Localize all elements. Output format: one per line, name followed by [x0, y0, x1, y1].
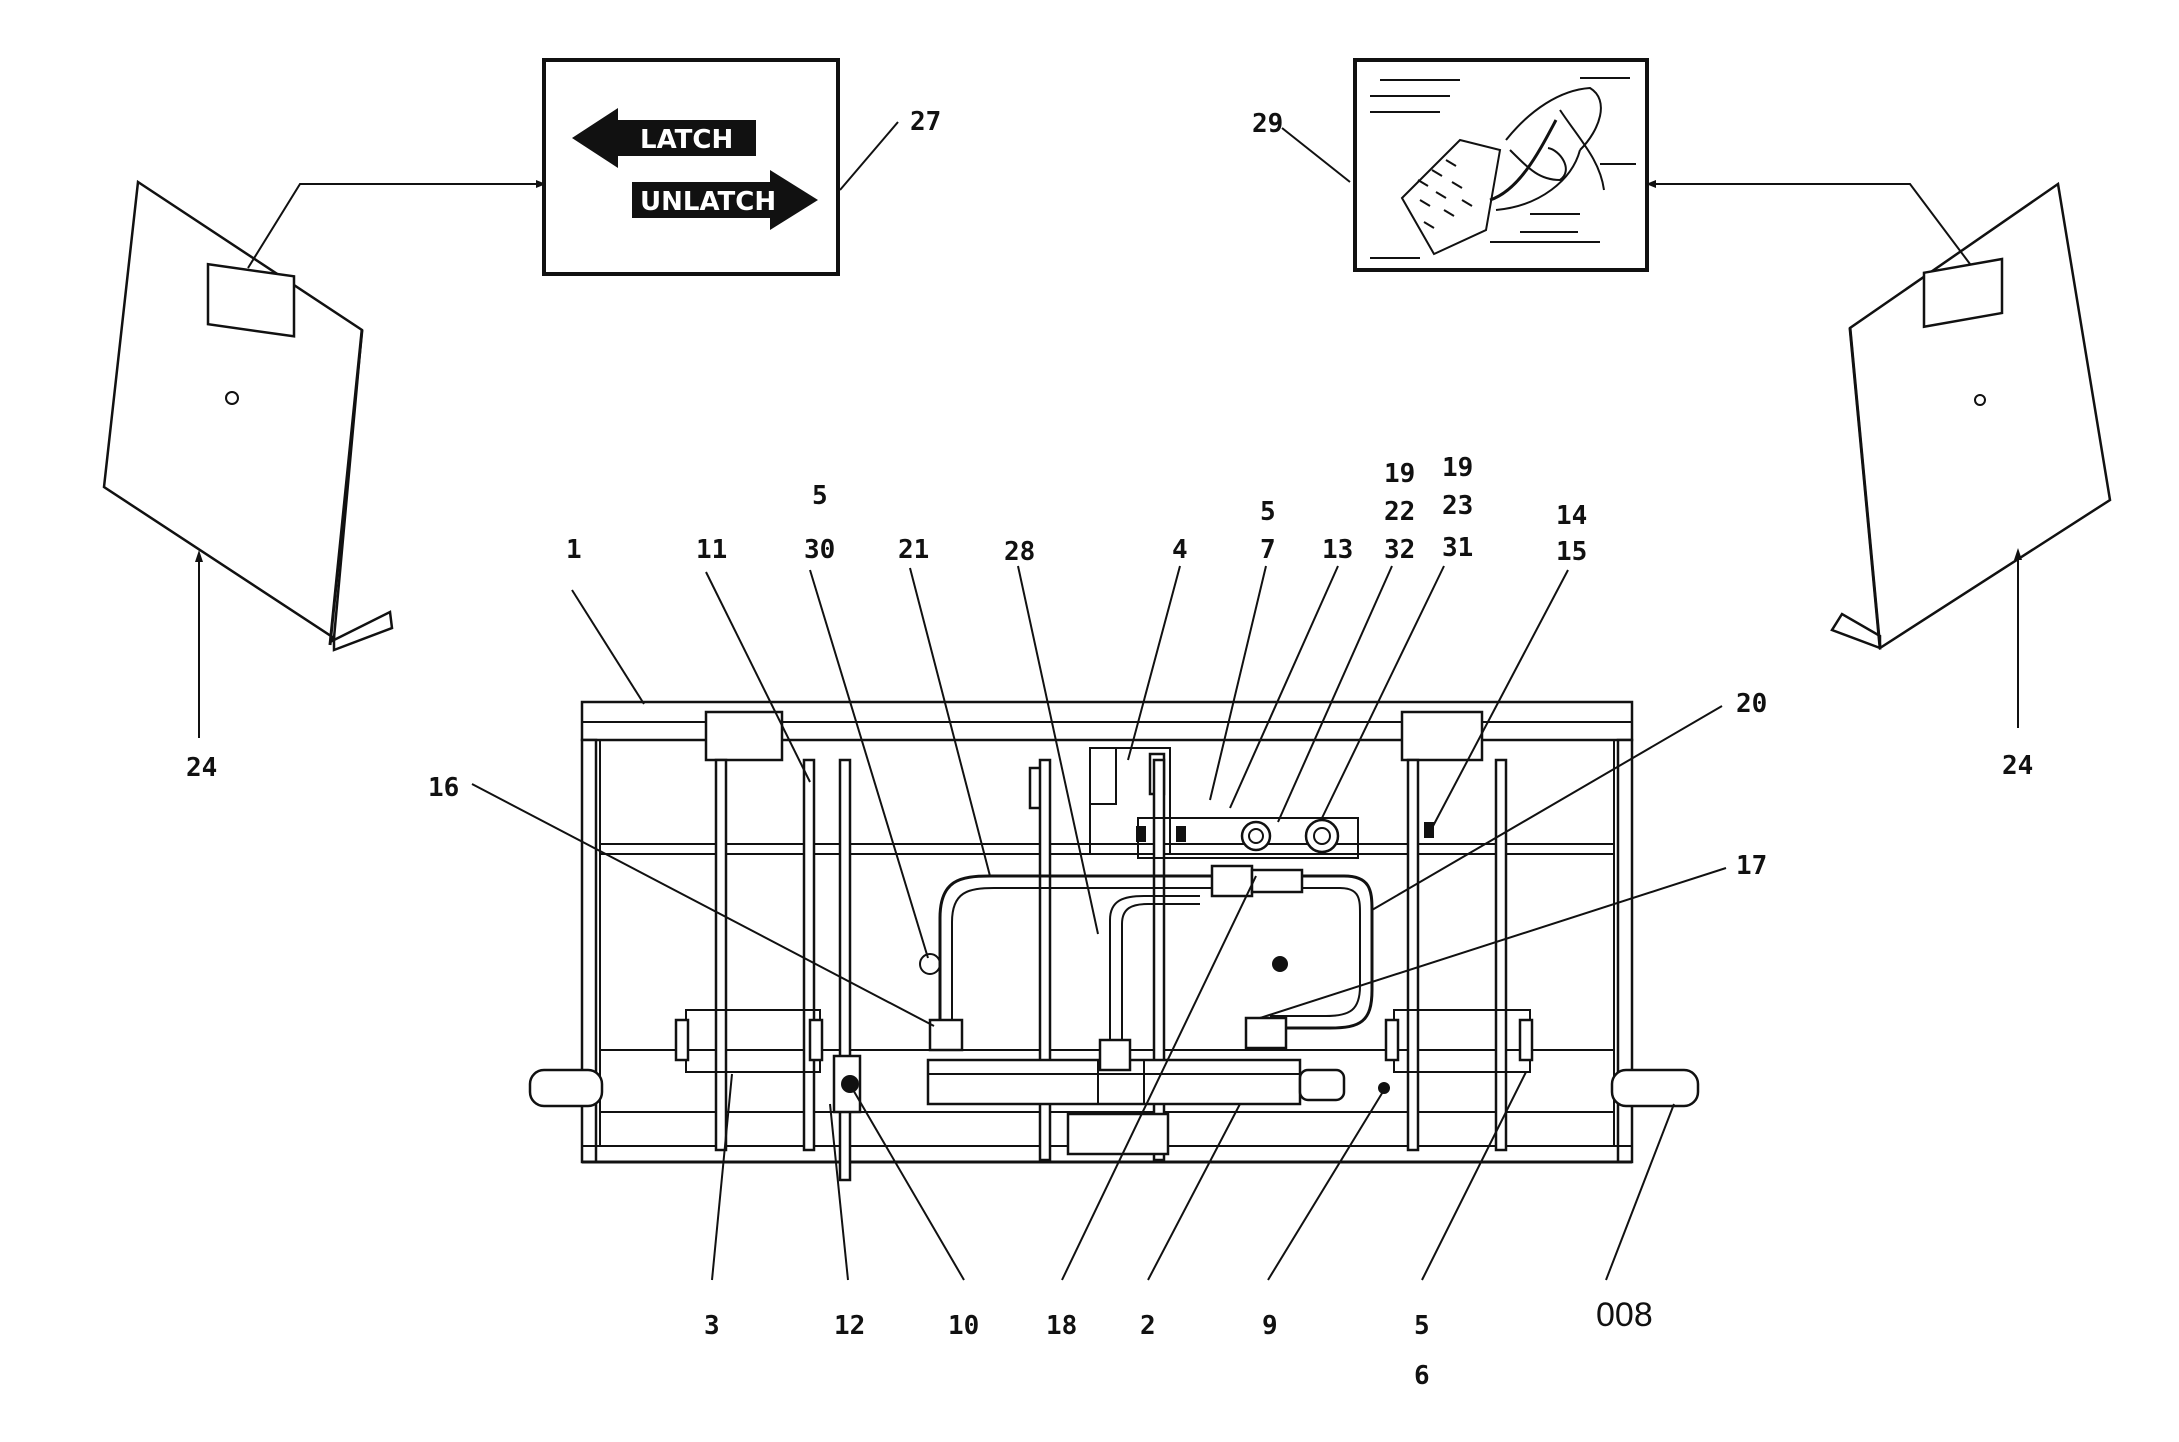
callout-15: 15 [1556, 537, 1587, 567]
callout-1: 1 [566, 535, 582, 565]
callout-2: 2 [1140, 1311, 1156, 1341]
callout-numbers: 24 24 27 29 5 1 11 30 21 28 4 5 7 13 19 … [186, 107, 2033, 1391]
callout-4: 4 [1172, 535, 1188, 565]
callout-27: 27 [910, 107, 941, 137]
callout-19-b: 19 [1442, 453, 1473, 483]
callout-20: 20 [1736, 689, 1767, 719]
callout-29: 29 [1252, 109, 1283, 139]
callout-5-top-mid: 5 [1260, 497, 1276, 527]
callout-12: 12 [834, 1311, 865, 1341]
callout-6: 6 [1414, 1361, 1430, 1391]
callout-21: 21 [898, 535, 929, 565]
quick-attach-frame [528, 700, 1700, 1182]
left-shield-panel [102, 179, 394, 652]
callout-7: 7 [1260, 535, 1276, 565]
callout-3: 3 [704, 1311, 720, 1341]
callout-leader-lines [471, 565, 1727, 1281]
callout-32: 32 [1384, 535, 1415, 565]
figure-number: 008 [1596, 1296, 1653, 1334]
callout-5-bottom: 5 [1414, 1311, 1430, 1341]
decal-leader-lines [195, 121, 2022, 738]
callout-13: 13 [1322, 535, 1353, 565]
callout-18: 18 [1046, 1311, 1077, 1341]
latch-label: LATCH [640, 125, 733, 155]
callout-5-top-left: 5 [812, 481, 828, 511]
callout-23: 23 [1442, 491, 1473, 521]
callout-28: 28 [1004, 537, 1035, 567]
callout-16: 16 [428, 773, 459, 803]
callout-24-right: 24 [2002, 751, 2033, 781]
callout-14: 14 [1556, 501, 1587, 531]
right-shield-panel [1830, 181, 2112, 651]
callout-30: 30 [804, 535, 835, 565]
callout-9: 9 [1262, 1311, 1278, 1341]
latch-decal: LATCH UNLATCH [542, 58, 840, 276]
callout-11: 11 [696, 535, 727, 565]
hydraulic-hose-decal [1353, 58, 1649, 272]
callout-19-a: 19 [1384, 459, 1415, 489]
callout-17: 17 [1736, 851, 1767, 881]
callout-31: 31 [1442, 533, 1473, 563]
callout-10: 10 [948, 1311, 979, 1341]
callout-24-left: 24 [186, 753, 217, 783]
callout-22: 22 [1384, 497, 1415, 527]
unlatch-label: UNLATCH [640, 187, 776, 217]
